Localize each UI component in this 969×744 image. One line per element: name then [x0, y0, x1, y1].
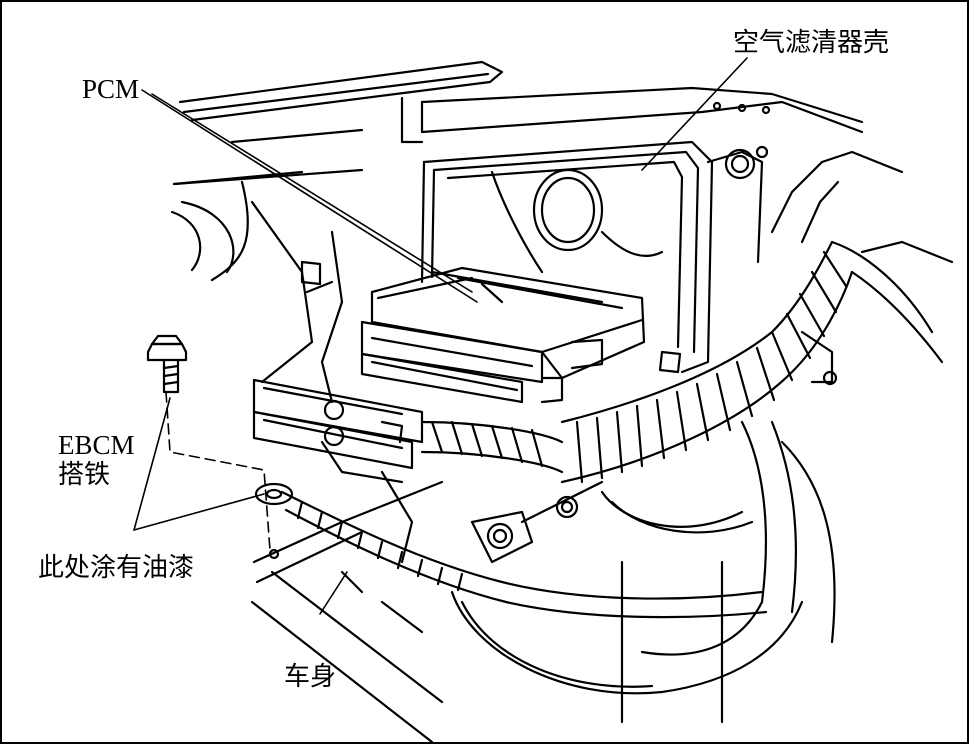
ebcm-ground-bolt: [146, 334, 188, 394]
car-body-floor: [250, 440, 444, 742]
pcm-module: [360, 266, 646, 404]
air-cleaner-housing-label: 空气滤清器壳: [733, 28, 890, 58]
ground-strap-cable: [254, 482, 768, 619]
harness-connectors: [252, 378, 424, 470]
fender-panel: [170, 180, 344, 404]
paint-note-label: 此处涂有油漆: [38, 553, 195, 583]
wiring-harness: [420, 150, 954, 656]
air-cleaner-housing: [420, 140, 769, 374]
ebcm-label-line2: 搭铁: [58, 460, 111, 490]
car-body-label: 车身: [284, 662, 337, 692]
leader-lines: [133, 57, 748, 615]
hood-panel: [172, 60, 864, 186]
ebcm-ground-strap-label: EBCM 搭铁: [58, 430, 135, 490]
lower-housing: [450, 480, 804, 724]
ebcm-label-line1: EBCM: [58, 430, 135, 460]
pcm-label: PCM: [82, 74, 140, 104]
